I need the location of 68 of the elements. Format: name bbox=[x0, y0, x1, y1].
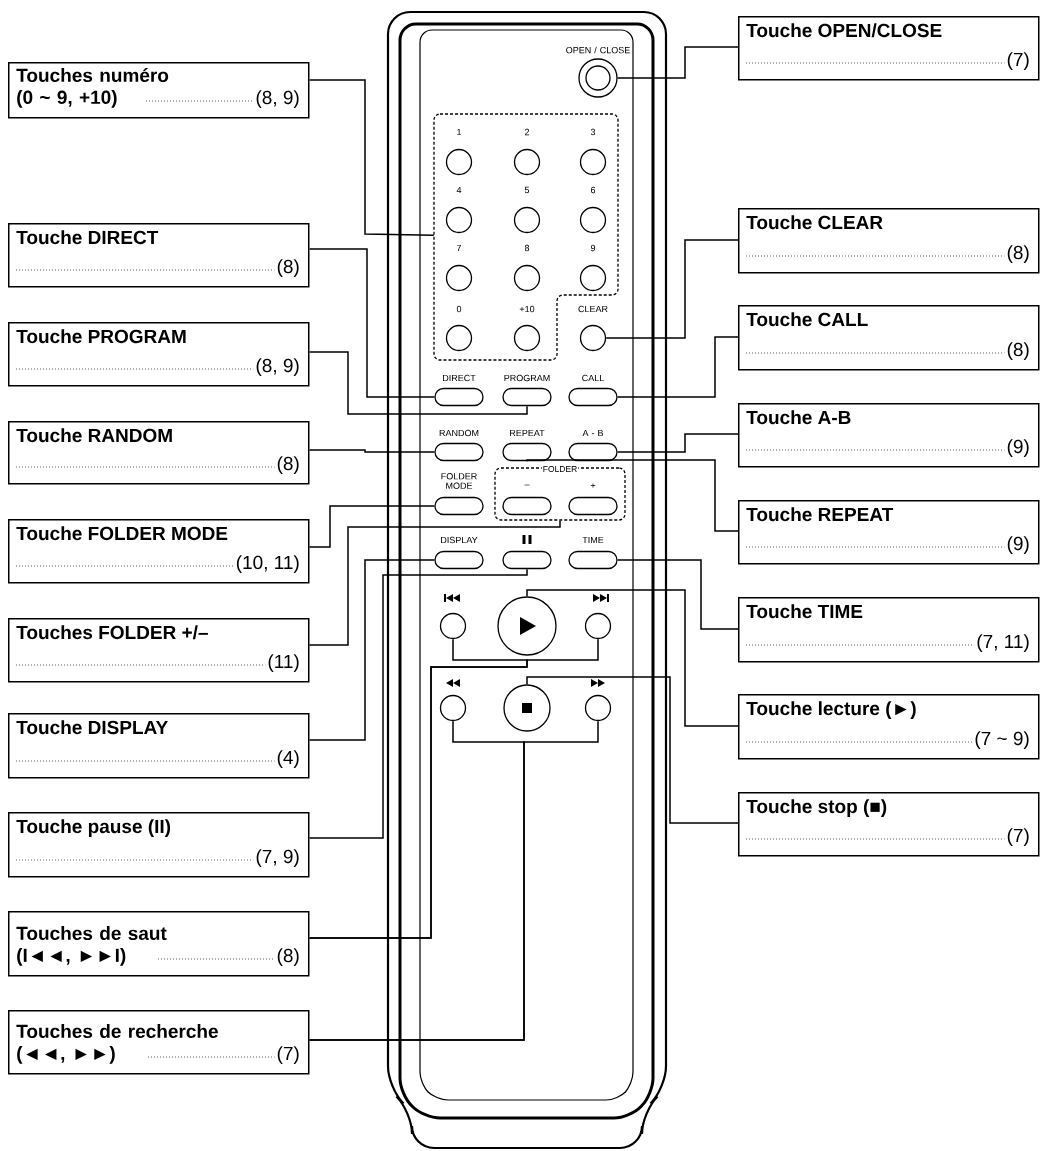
leader-line bbox=[526, 459, 739, 532]
button-label: REPEAT bbox=[510, 429, 545, 437]
button-label: DIRECT bbox=[443, 374, 476, 382]
button-label: 6 bbox=[590, 186, 596, 194]
button-label: OPEN / CLOSE bbox=[566, 46, 630, 54]
callout-box: Touche TIME (7, 11) bbox=[738, 597, 1040, 663]
leader-line bbox=[308, 519, 561, 646]
button-label: 2 bbox=[524, 128, 530, 136]
button-label: 5 bbox=[524, 186, 530, 194]
button-label: +10 bbox=[519, 305, 535, 313]
callout-box: Touche DIRECT (8) bbox=[8, 223, 310, 288]
button-label: 1 bbox=[457, 128, 462, 136]
round-button bbox=[497, 596, 557, 656]
callout-box: Touches de recherche (◄◄, ►►) (7) bbox=[8, 1010, 310, 1075]
leader-line bbox=[526, 589, 739, 727]
callout-box: Touches de saut (I◄◄, ►►I) (8) bbox=[8, 911, 310, 977]
button-label: 8 bbox=[524, 244, 530, 252]
round-button bbox=[439, 612, 467, 640]
leader-line bbox=[308, 559, 436, 741]
leader-line bbox=[616, 433, 739, 453]
callout-box: Touche A-B (9) bbox=[738, 403, 1040, 468]
leader-line bbox=[526, 676, 739, 824]
button-label: FOLDER MODE bbox=[441, 473, 477, 489]
leader-line bbox=[308, 568, 528, 839]
leader-line bbox=[308, 638, 599, 939]
callout-box: Touche REPEAT (9) bbox=[738, 500, 1040, 565]
callout-box: Touche CLEAR (8) bbox=[738, 208, 1040, 274]
leader-line bbox=[308, 720, 599, 1041]
button-label: TIME bbox=[582, 536, 604, 544]
oval-button bbox=[502, 550, 552, 570]
button-label: – bbox=[524, 484, 530, 486]
leader-line bbox=[605, 239, 739, 339]
button-label: DISPLAY bbox=[441, 536, 478, 544]
leader-line bbox=[308, 505, 436, 548]
button-label: 0 bbox=[456, 305, 462, 313]
callout-box: Touches numéro (0 ~ 9, +10) (8, 9) bbox=[8, 62, 310, 119]
callout-box: Touche PROGRAM (8, 9) bbox=[8, 322, 310, 387]
callout-box: Touche FOLDER MODE (10, 11) bbox=[8, 519, 310, 584]
leader-line bbox=[308, 79, 435, 237]
button-label: 3 bbox=[590, 128, 596, 136]
button-label: 9 bbox=[590, 244, 596, 252]
button-label: RANDOM bbox=[439, 429, 479, 437]
button-label: 7 bbox=[456, 244, 462, 252]
round-button bbox=[584, 612, 612, 640]
button-label: PROGRAM bbox=[504, 374, 550, 382]
callout-box: Touche pause (II) (7, 9) bbox=[8, 812, 310, 878]
leader-line bbox=[308, 449, 436, 453]
button-label: + bbox=[590, 483, 596, 488]
button-label: CLEAR bbox=[578, 305, 608, 313]
round-button bbox=[439, 694, 467, 722]
callout-box: Touche stop (■) (7) bbox=[738, 792, 1040, 857]
callout-box: Touche lecture (►) (7 ~ 9) bbox=[738, 694, 1040, 760]
button-label: A - B bbox=[582, 429, 604, 437]
callout-box: Touche CALL (8) bbox=[738, 305, 1040, 371]
keypad-group bbox=[433, 113, 619, 361]
leader-line bbox=[616, 559, 739, 630]
round-button bbox=[584, 694, 612, 722]
callout-box: Touche DISPLAY (4) bbox=[8, 713, 310, 779]
callout-box: Touches FOLDER +/– (11) bbox=[8, 618, 310, 683]
leader-line bbox=[308, 351, 528, 415]
button-label: CALL bbox=[582, 374, 604, 382]
leader-line bbox=[616, 46, 739, 79]
button-label: 4 bbox=[456, 186, 462, 194]
round-button bbox=[503, 684, 551, 732]
callout-box: Touche OPEN/CLOSE (7) bbox=[738, 16, 1040, 81]
callout-box: Touche RANDOM (8) bbox=[8, 421, 310, 485]
leader-line bbox=[616, 336, 739, 398]
leader-line bbox=[308, 248, 436, 398]
